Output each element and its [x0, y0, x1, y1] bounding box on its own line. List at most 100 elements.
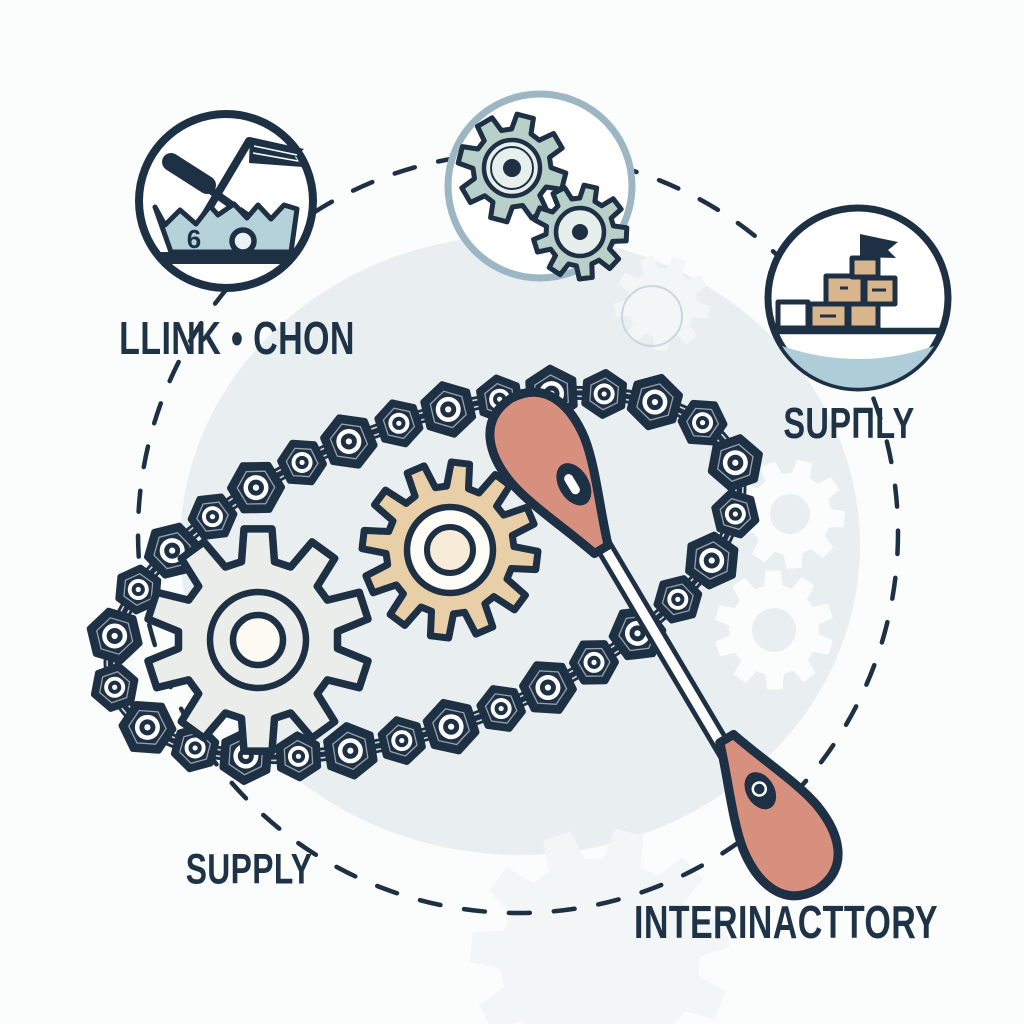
chain-link-dot — [347, 747, 354, 754]
chain-link-inner-line — [577, 647, 611, 677]
flag-stripe — [252, 152, 299, 162]
label-link-chain: LLINK • CHON — [119, 312, 355, 364]
chain-link-inner-line — [432, 708, 471, 746]
chain-link-dot — [345, 438, 352, 445]
label-supply-right: SUPΠLY — [783, 399, 915, 448]
label-supply-left: SUPPLY — [185, 845, 313, 894]
paddle-blade-shape — [485, 387, 613, 559]
chain-link-inner-line — [196, 501, 229, 532]
gears-icon-hub — [503, 159, 521, 177]
chain-link-inner-line — [329, 423, 369, 460]
dashed-circle-path — [135, 150, 901, 916]
paddle-blade-logo-swirl — [751, 781, 768, 797]
chain-link — [685, 531, 739, 590]
chain-link — [377, 716, 426, 765]
ship-flag — [860, 234, 898, 258]
chain-link — [187, 493, 238, 540]
chain-link-dot — [112, 684, 118, 690]
tan-gear-hub — [424, 524, 476, 576]
chain-link-dot — [299, 459, 305, 466]
chain-link — [626, 373, 683, 431]
chain-link-dot — [498, 705, 504, 712]
chain-link-inner-line — [484, 693, 518, 724]
chain-link-inner-line — [283, 739, 314, 773]
chain-link-dot — [135, 586, 141, 593]
chain-link-inner-line — [95, 617, 134, 655]
chain-link — [476, 685, 526, 732]
chain-link-inner-line — [719, 497, 752, 531]
paddle-blade-top — [485, 387, 613, 559]
large-gear-hub — [229, 611, 287, 669]
chain-link — [707, 434, 763, 492]
chain-link-inner-line — [528, 670, 568, 705]
cargo-box — [846, 300, 881, 331]
chain-link — [320, 414, 378, 469]
paddle — [485, 387, 843, 901]
chain-link-dot — [634, 630, 641, 637]
chain-link-dot — [675, 596, 681, 602]
ghost-gear-hole — [770, 494, 810, 534]
chain-link-dot — [252, 484, 260, 491]
chain-link-dot — [144, 724, 151, 731]
chain-link — [323, 722, 378, 780]
label-inventory: INTERINACTTORY — [634, 896, 938, 948]
chain-link-dot — [732, 459, 739, 466]
oar-blade — [162, 153, 216, 194]
gears-icon-ring2 — [490, 146, 534, 190]
chain-link-dot — [169, 547, 176, 554]
ghost-circle-outline — [621, 285, 683, 347]
chain-link — [90, 662, 139, 712]
cargo-ship-icon — [764, 204, 952, 392]
cargo-box — [823, 273, 866, 307]
chain-link-inner-line — [661, 583, 694, 616]
cargo-box — [849, 255, 881, 280]
paddle-blade-logo-highlight — [564, 474, 580, 495]
chain-link — [86, 607, 143, 665]
chain-link — [115, 564, 162, 615]
chain-link — [277, 439, 327, 486]
boat-keel — [160, 252, 296, 264]
ghost-gear-bottom — [470, 828, 730, 1024]
dashed-circle — [135, 150, 901, 916]
chain-link — [711, 489, 760, 539]
chain-link — [519, 661, 577, 714]
chain-link-dot — [192, 745, 198, 751]
chain-link-dot — [708, 557, 715, 564]
chain-link — [422, 698, 480, 755]
ghost-gear-hole — [752, 608, 796, 652]
chain-link — [118, 701, 177, 754]
cargo-box-white — [775, 299, 811, 331]
chain-link — [581, 369, 627, 419]
chain-link-dot — [699, 420, 706, 426]
ship-water — [782, 346, 934, 388]
paddle-blade-logo — [744, 772, 777, 810]
chain-link-dot — [544, 684, 552, 691]
gears-icon — [444, 90, 636, 282]
chain-link-dot — [445, 406, 452, 413]
chain-link — [569, 640, 619, 685]
chain-link — [420, 381, 477, 438]
chain-link-dot — [399, 737, 405, 744]
chain-link — [275, 731, 322, 782]
ghost-gear-top — [614, 255, 710, 351]
chain-link-dot — [396, 420, 402, 426]
chain-link-dot — [448, 723, 455, 730]
tan-gear — [358, 458, 542, 642]
chain-link — [227, 461, 285, 514]
chain-link-dot — [295, 753, 302, 759]
large-gear-ring — [206, 588, 310, 692]
boat-oars-icon: 6 — [135, 110, 317, 292]
chain-link-inner-line — [236, 470, 276, 505]
chain-link-dot — [591, 659, 597, 665]
large-gear — [144, 525, 372, 755]
porthole — [229, 227, 257, 255]
boat-hull — [152, 201, 300, 255]
boat-number: 6 — [187, 224, 201, 254]
chain-link — [653, 575, 703, 624]
chain-link-inner-line — [127, 709, 167, 745]
chain-link — [677, 399, 728, 446]
chain-link — [374, 399, 424, 448]
flag-stripe — [253, 145, 298, 156]
